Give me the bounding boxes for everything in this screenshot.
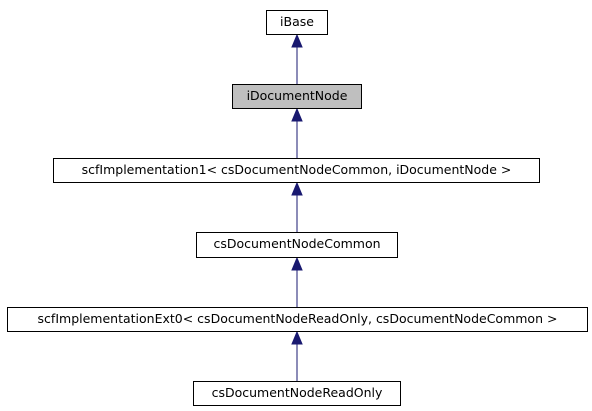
node-idocumentnode: iDocumentNode: [232, 84, 362, 109]
node-scfimplementation1[interactable]: scfImplementation1< csDocumentNodeCommon…: [53, 158, 540, 183]
edge-idocumentnode-to-ibase: [291, 33, 303, 84]
edge-arrowhead: [291, 33, 303, 48]
edge-arrowhead: [291, 107, 303, 122]
edge-csdocnodecommon-to-scfimpl1: [291, 181, 303, 232]
edge-arrowhead: [291, 256, 303, 271]
edge-scfimplext0-to-csdocnodecommon: [291, 256, 303, 307]
edge-csdocnodereadonly-to-scfimplext0: [291, 330, 303, 381]
node-csdocumentnodecommon[interactable]: csDocumentNodeCommon: [196, 232, 398, 258]
node-csdocumentnodereadonly[interactable]: csDocumentNodeReadOnly: [193, 381, 401, 406]
node-ibase[interactable]: iBase: [266, 10, 328, 35]
edge-scfimpl1-to-idocumentnode: [291, 107, 303, 158]
edge-arrowhead: [291, 330, 303, 345]
edge-arrowhead: [291, 181, 303, 196]
node-scfimplementationext0[interactable]: scfImplementationExt0< csDocumentNodeRea…: [7, 307, 588, 332]
